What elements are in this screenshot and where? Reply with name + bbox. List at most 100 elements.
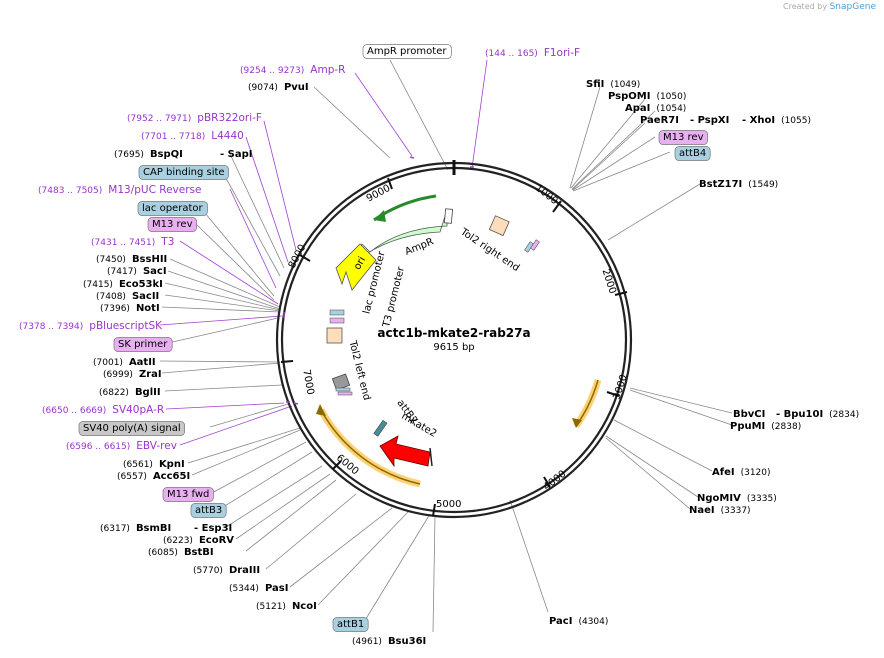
- ori-feature[interactable]: [335, 243, 377, 291]
- site-label-apai[interactable]: ApaI(1054): [625, 103, 686, 114]
- label-name: DraIII: [229, 565, 260, 576]
- site-label-aatii[interactable]: (7001)AatII: [93, 357, 156, 368]
- label-name: lac operator: [142, 203, 203, 214]
- label-position: (7417): [107, 267, 137, 277]
- site-label-eco53ki[interactable]: (7415)Eco53kI: [83, 279, 163, 290]
- site-label-cap[interactable]: CAP binding site: [138, 165, 229, 180]
- site-label-sfii[interactable]: SfiI(1049): [586, 79, 640, 90]
- site-label-bglii[interactable]: (6822)BglII: [99, 387, 161, 398]
- tick-2000: 2000: [600, 268, 628, 296]
- plasmid-length: 9615 bp: [433, 342, 474, 353]
- site-label-sapi[interactable]: - SapI: [220, 149, 252, 160]
- tick-4000: 4000: [542, 469, 569, 493]
- site-label-bsshii[interactable]: (7450)BssHII: [96, 254, 167, 265]
- site-label-lacop[interactable]: lac operator: [137, 201, 208, 216]
- site-label-f1ori-f[interactable]: (144 .. 165)F1ori-F: [485, 47, 580, 59]
- label-name: Bsu36I: [388, 636, 426, 647]
- label-name: SacII: [132, 291, 159, 302]
- label-position: (6561): [123, 460, 153, 470]
- site-label-bspqi[interactable]: (7695)BspQI: [114, 149, 183, 160]
- site-label-m13rev-left[interactable]: M13 rev: [147, 217, 197, 232]
- label-position: (6596 .. 6615): [66, 442, 130, 452]
- site-label-xhoi[interactable]: - XhoI(1055): [742, 115, 811, 126]
- label-name: KpnI: [159, 459, 185, 470]
- site-label-amp-r[interactable]: (9254 .. 9273)Amp-R: [240, 64, 345, 76]
- mkate2-feature[interactable]: [379, 435, 431, 468]
- t3-promoter-label: T3 promoter: [381, 265, 407, 330]
- site-label-pspxi[interactable]: - PspXI: [690, 115, 729, 126]
- label-position: (5121): [256, 602, 286, 612]
- site-label-pvui[interactable]: (9074)PvuI: [248, 82, 309, 93]
- site-label-draiii[interactable]: (5770) DraIII: [193, 565, 260, 576]
- site-label-attb3[interactable]: attB3: [190, 503, 227, 518]
- site-label-m13rev-right[interactable]: M13 rev: [658, 130, 708, 145]
- label-position: (3120): [741, 468, 771, 478]
- site-label-pasi[interactable]: (5344)PasI: [229, 583, 288, 594]
- site-label-kpni[interactable]: (6561) KpnI: [123, 459, 185, 470]
- label-name: Eco53kI: [119, 279, 163, 290]
- label-position: (1549): [748, 180, 778, 190]
- site-label-attb4[interactable]: attB4: [674, 146, 711, 161]
- site-label-paer7i[interactable]: PaeR7I: [640, 115, 679, 126]
- sv40polya-feature[interactable]: [331, 373, 351, 391]
- site-label-afei[interactable]: AfeI(3120): [712, 467, 771, 478]
- label-name: BstBI: [184, 547, 214, 558]
- site-label-sacii[interactable]: (7408)SacII: [96, 291, 159, 302]
- site-label-skprimer[interactable]: SK primer: [113, 337, 173, 352]
- backbone: [275, 160, 633, 519]
- label-name: attB1: [337, 619, 364, 630]
- site-label-bbvci[interactable]: BbvCI: [733, 409, 765, 420]
- label-name: M13/pUC Reverse: [108, 184, 201, 196]
- site-label-ngomiv[interactable]: NgoMIV(3335): [697, 493, 777, 504]
- site-label-bsmbi[interactable]: (6317)BsmBI: [100, 523, 171, 534]
- site-label-t3[interactable]: (7431 .. 7451)T3: [91, 236, 174, 248]
- label-box: [147, 217, 197, 232]
- site-label-paci[interactable]: PacI(4304): [549, 616, 608, 627]
- site-label-esp3i[interactable]: - Esp3I: [194, 523, 232, 534]
- label-position: (5344): [229, 584, 259, 594]
- label-position: (7378 .. 7394): [19, 322, 83, 332]
- label-position: (3335): [747, 494, 777, 504]
- tol2-left-feature[interactable]: [326, 327, 343, 344]
- site-label-ampr-promoter[interactable]: AmpR promoter: [362, 44, 452, 59]
- label-box: [674, 146, 711, 161]
- site-label-ppumi[interactable]: PpuMI(2838): [730, 421, 801, 432]
- site-label-pbr322ori-f[interactable]: (7952 .. 7971)pBR322ori-F: [127, 112, 262, 124]
- label-name: PvuI: [284, 82, 309, 93]
- site-label-pspomi[interactable]: PspOMI(1050): [608, 91, 686, 102]
- site-label-m13fwd[interactable]: M13 fwd: [162, 487, 214, 502]
- label-name: AmpR promoter: [367, 46, 447, 57]
- label-name: M13 rev: [663, 132, 704, 143]
- site-label-l4440[interactable]: (7701 .. 7718)L4440: [141, 130, 244, 142]
- site-label-pbluescriptsk[interactable]: (7378 .. 7394)pBluescriptSK: [19, 320, 163, 332]
- label-position: (6822): [99, 388, 129, 398]
- label-box: [190, 503, 227, 518]
- site-label-bsu36i[interactable]: (4961)Bsu36I: [352, 636, 426, 647]
- attb2-feature[interactable]: [373, 419, 388, 437]
- site-label-m13puc[interactable]: (7483 .. 7505)M13/pUC Reverse: [38, 184, 201, 196]
- site-label-noti[interactable]: (7396)NotI: [100, 303, 160, 314]
- site-label-ncoi[interactable]: (5121)NcoI: [256, 601, 317, 612]
- label-name: - PspXI: [690, 115, 729, 126]
- label-position: (5770): [193, 566, 223, 576]
- site-label-sv40pa-r[interactable]: (6650 .. 6669)SV40pA-R: [42, 404, 164, 416]
- site-label-naei[interactable]: NaeI(3337): [689, 505, 751, 516]
- site-label-bstz17i[interactable]: BstZ17I(1549): [699, 179, 778, 190]
- label-position: (7695): [114, 150, 144, 160]
- site-label-ebv-rev[interactable]: (6596 .. 6615)EBV-rev: [66, 440, 177, 452]
- svg-text:7000: 7000: [300, 369, 315, 396]
- site-label-sv40polya[interactable]: SV40 poly(A) signal: [78, 421, 186, 436]
- label-name: Acc65I: [153, 471, 190, 482]
- site-label-ecorv[interactable]: (6223)EcoRV: [163, 535, 234, 546]
- site-label-acc65i[interactable]: (6557)Acc65I: [117, 471, 190, 482]
- site-label-saci[interactable]: (7417)SacI: [107, 266, 167, 277]
- svg-text:8000: 8000: [287, 243, 309, 271]
- label-name: SV40 poly(A) signal: [83, 423, 181, 434]
- site-label-zrai[interactable]: (6999)ZraI: [103, 369, 162, 380]
- site-label-bpu10i[interactable]: - Bpu10I(2834): [776, 409, 859, 420]
- site-label-attb1[interactable]: attB1: [332, 617, 369, 632]
- site-label-bstbi[interactable]: (6085)BstBI: [148, 547, 214, 558]
- label-name: EcoRV: [199, 535, 234, 546]
- tol2-right-feature[interactable]: [488, 215, 510, 237]
- tol2-right-label: Tol2 right end: [458, 226, 522, 274]
